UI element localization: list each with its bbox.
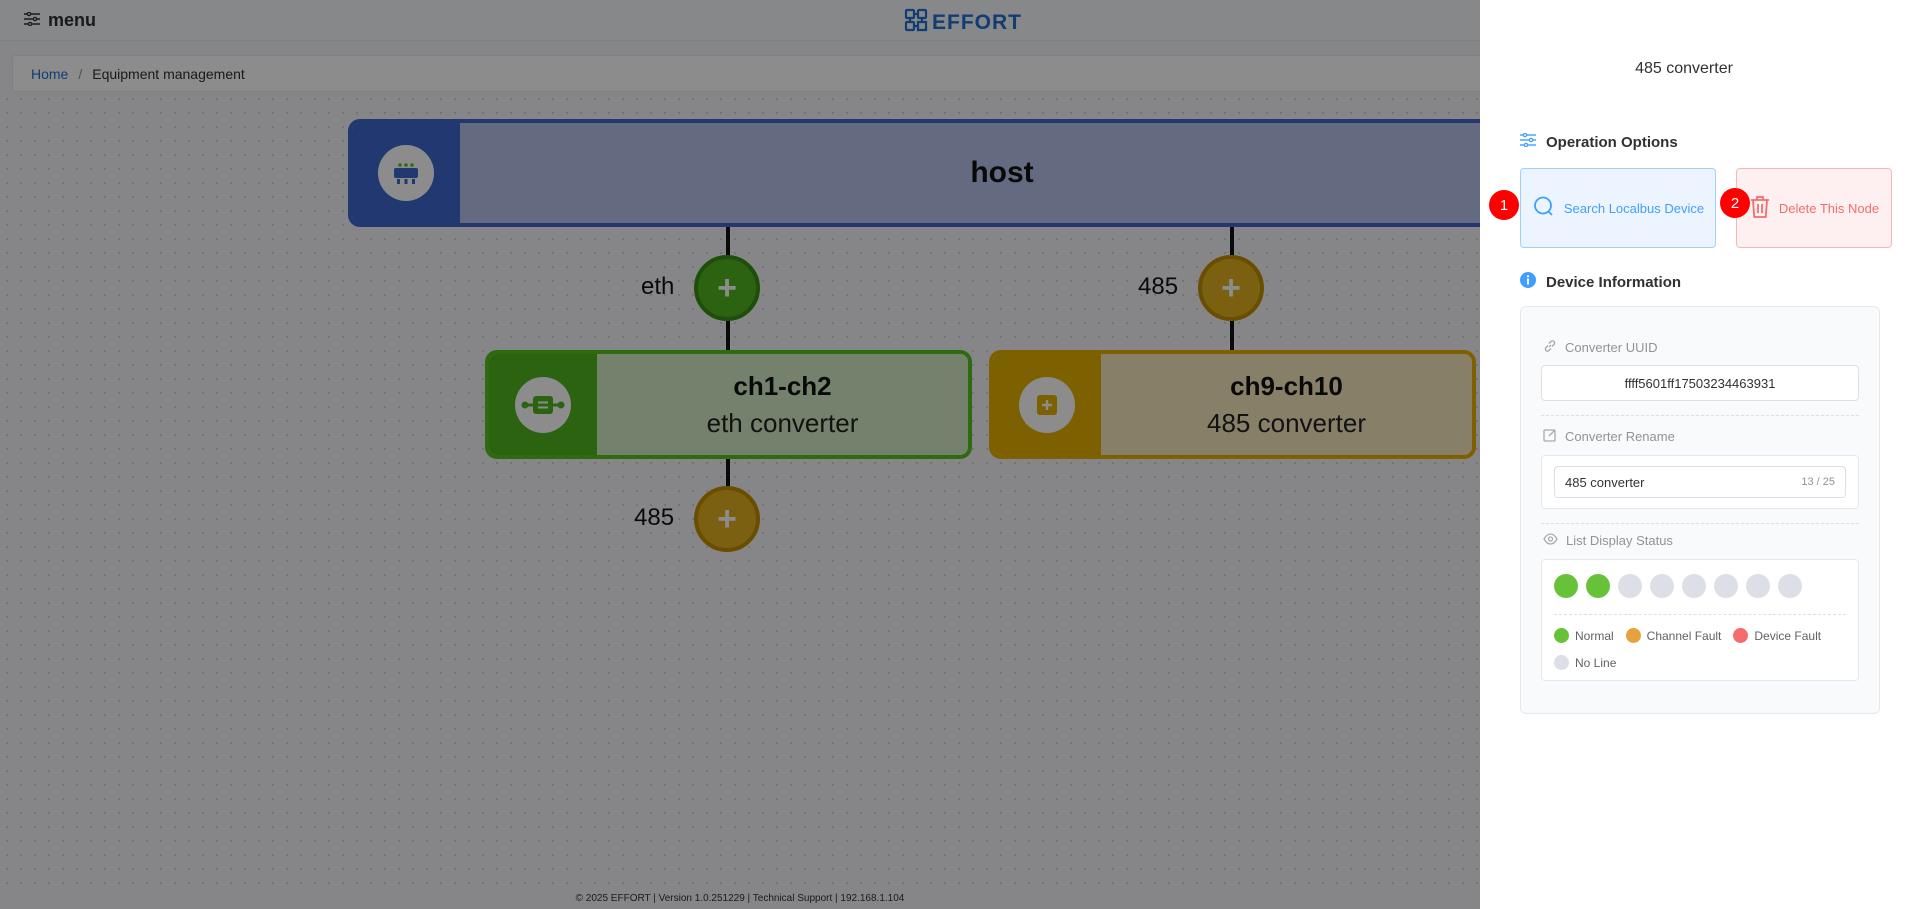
legend-channel-fault: Channel Fault xyxy=(1625,628,1722,643)
add-485-child-button[interactable]: + xyxy=(694,486,760,552)
step-badge-2: 2 xyxy=(1720,188,1750,218)
menu-button[interactable]: menu xyxy=(24,10,96,31)
plus-icon: + xyxy=(717,268,737,307)
logo: EFFORT xyxy=(904,8,1022,38)
485-node-title: ch9-ch10 xyxy=(1230,370,1343,401)
search-icon xyxy=(1532,195,1556,222)
breadcrumb-home[interactable]: Home xyxy=(31,66,69,82)
delete-node-button[interactable]: Delete This Node xyxy=(1736,168,1892,248)
operation-options-header: Operation Options xyxy=(1520,132,1678,151)
485-node-subtitle: 485 converter xyxy=(1207,407,1366,438)
search-localbus-device-button[interactable]: Search Localbus Device xyxy=(1520,168,1716,248)
status-dot xyxy=(1554,574,1578,598)
rename-counter: 13 / 25 xyxy=(1801,476,1835,488)
divider xyxy=(1541,415,1859,416)
status-dot xyxy=(1618,574,1642,598)
legend-no-line-label: No Line xyxy=(1575,655,1617,670)
rename-label-text: Converter Rename xyxy=(1565,429,1675,444)
legend-device-fault-label: Device Fault xyxy=(1754,628,1822,643)
status-field-label: List Display Status xyxy=(1543,533,1673,548)
legend-no-line: No Line xyxy=(1554,655,1616,670)
plus-icon: + xyxy=(717,499,737,538)
plus-icon: + xyxy=(1221,268,1241,307)
device-fault-dot-icon xyxy=(1733,628,1749,643)
edit-icon xyxy=(1543,428,1557,445)
delete-node-label: Delete This Node xyxy=(1778,200,1880,216)
legend-device-fault: Device Fault xyxy=(1733,628,1821,643)
sliders-icon xyxy=(24,10,40,31)
eth-converter-icon xyxy=(515,376,571,433)
device-information-header: Device Information xyxy=(1520,272,1681,292)
host-router-icon xyxy=(378,145,434,201)
status-panel: Normal Channel Fault Device Fault No Lin… xyxy=(1541,559,1859,681)
node-drawer: 485 converter Operation Options Search L… xyxy=(1480,0,1920,909)
menu-label: menu xyxy=(48,10,97,30)
breadcrumb-separator: / xyxy=(78,66,83,82)
breadcrumb: Home / Equipment management xyxy=(12,55,1512,92)
eth-node-subtitle: eth converter xyxy=(706,407,859,438)
host-node[interactable]: host xyxy=(348,119,1548,227)
rename-input-value: 485 converter xyxy=(1565,474,1645,490)
search-localbus-label: Search Localbus Device xyxy=(1563,200,1705,216)
port-label-eth: eth xyxy=(641,273,675,300)
no-line-dot-icon xyxy=(1554,655,1569,670)
info-icon xyxy=(1520,272,1536,292)
status-dot xyxy=(1778,574,1802,598)
status-dot xyxy=(1746,574,1770,598)
eth-node-title: ch1-ch2 xyxy=(733,370,832,401)
uuid-field-label: Converter UUID xyxy=(1543,339,1657,356)
logo-text: EFFORT xyxy=(932,11,1022,34)
eye-icon xyxy=(1543,533,1558,548)
operation-options-title: Operation Options xyxy=(1546,133,1678,151)
legend-normal: Normal xyxy=(1554,628,1614,643)
port-label-485: 485 xyxy=(1138,273,1179,300)
normal-dot-icon xyxy=(1554,628,1569,643)
legend-normal-label: Normal xyxy=(1575,628,1614,643)
logo-mark-icon xyxy=(904,8,928,38)
status-dot xyxy=(1650,574,1674,598)
add-eth-button[interactable]: + xyxy=(694,255,760,321)
footer: © 2025 EFFORT | Version 1.0.251229 | Tec… xyxy=(575,893,905,904)
step-badge-1: 1 xyxy=(1489,190,1519,220)
status-dot xyxy=(1714,574,1738,598)
add-485-button[interactable]: + xyxy=(1198,255,1264,321)
divider xyxy=(1541,523,1859,524)
link-icon xyxy=(1543,339,1557,356)
status-label-text: List Display Status xyxy=(1566,533,1673,548)
rename-wrapper: 485 converter 13 / 25 xyxy=(1541,455,1859,509)
status-legend: Normal Channel Fault Device Fault No Lin… xyxy=(1554,628,1854,670)
485-converter-icon xyxy=(1019,376,1075,433)
port-label-485-child: 485 xyxy=(634,504,675,531)
divider xyxy=(1554,614,1846,615)
485-converter-node[interactable]: ch9-ch10 485 converter xyxy=(989,350,1476,459)
rename-input[interactable]: 485 converter 13 / 25 xyxy=(1554,466,1846,498)
device-information-title: Device Information xyxy=(1546,273,1682,291)
trash-icon xyxy=(1749,195,1771,222)
status-dot xyxy=(1586,574,1610,598)
host-title: host xyxy=(970,156,1034,189)
uuid-label-text: Converter UUID xyxy=(1565,340,1658,355)
sliders-icon xyxy=(1520,132,1536,151)
rename-field-label: Converter Rename xyxy=(1543,428,1675,445)
status-dots xyxy=(1554,574,1802,598)
status-dot xyxy=(1682,574,1706,598)
device-info-card: Converter UUID ffff5601ff17503234463931 … xyxy=(1520,306,1880,714)
uuid-value: ffff5601ff17503234463931 xyxy=(1541,365,1859,401)
modal-overlay[interactable] xyxy=(0,0,1480,909)
channel-fault-dot-icon xyxy=(1625,628,1641,643)
breadcrumb-current: Equipment management xyxy=(92,66,245,82)
legend-channel-fault-label: Channel Fault xyxy=(1646,628,1722,643)
drawer-title: 485 converter xyxy=(1635,60,1733,77)
eth-converter-node[interactable]: ch1-ch2 eth converter xyxy=(485,350,972,459)
